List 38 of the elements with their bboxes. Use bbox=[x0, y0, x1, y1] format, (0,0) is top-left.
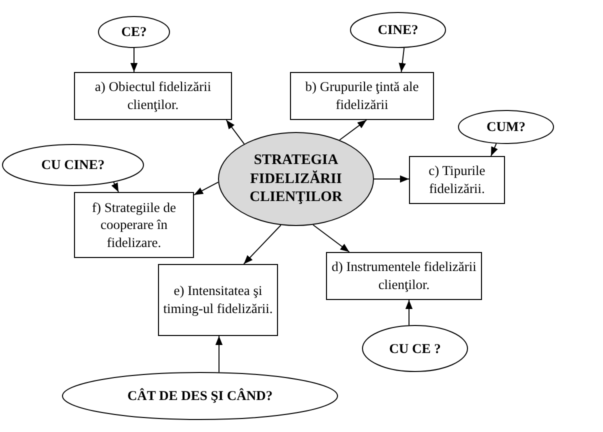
box-label: d) Instrumentele fidelizării clienţilor. bbox=[331, 258, 477, 294]
arrow bbox=[312, 224, 350, 252]
arrow bbox=[194, 182, 219, 196]
arrow bbox=[226, 120, 245, 144]
central-ellipse bbox=[218, 132, 374, 226]
question-ellipse bbox=[2, 144, 144, 186]
process-box bbox=[290, 72, 434, 120]
arrow bbox=[490, 143, 498, 156]
question-ellipse bbox=[62, 372, 338, 420]
box-label: e) Intensitatea şi timing-ul fidelizării. bbox=[163, 282, 273, 318]
ellipse-label: CÂT DE DES ŞI CÂND? bbox=[127, 388, 273, 404]
process-box bbox=[158, 264, 278, 336]
question-ellipse bbox=[362, 325, 468, 372]
ellipse-label: CINE? bbox=[378, 22, 418, 38]
arrow bbox=[243, 224, 282, 264]
process-box bbox=[74, 72, 232, 120]
arrow bbox=[398, 47, 406, 72]
question-ellipse bbox=[350, 12, 446, 48]
ellipse-label: CUM? bbox=[486, 119, 526, 135]
arrow bbox=[215, 336, 223, 373]
arrow bbox=[130, 48, 138, 72]
ellipse-label: CU CE ? bbox=[389, 340, 441, 356]
box-label: f) Strategiile de cooperare în fidelizare. bbox=[91, 198, 177, 252]
box-label: b) Grupurile ţintă ale fidelizării bbox=[304, 78, 420, 114]
arrow bbox=[374, 175, 410, 183]
ellipse-label: CU CINE? bbox=[41, 157, 105, 173]
process-box bbox=[326, 252, 482, 300]
box-label: c) Tipurile fidelizării. bbox=[428, 162, 486, 198]
arrow bbox=[111, 182, 119, 192]
ellipse-label: CE? bbox=[121, 24, 147, 40]
process-box bbox=[74, 192, 194, 258]
ellipse-label: STRATEGIA FIDELIZĂRII CLIENŢILOR bbox=[248, 150, 344, 208]
process-box bbox=[409, 156, 505, 204]
arrow bbox=[405, 300, 413, 326]
question-ellipse bbox=[98, 16, 170, 48]
question-ellipse bbox=[458, 110, 554, 144]
arrow bbox=[339, 120, 367, 140]
box-label: a) Obiectul fidelizării clienţilor. bbox=[94, 78, 212, 114]
